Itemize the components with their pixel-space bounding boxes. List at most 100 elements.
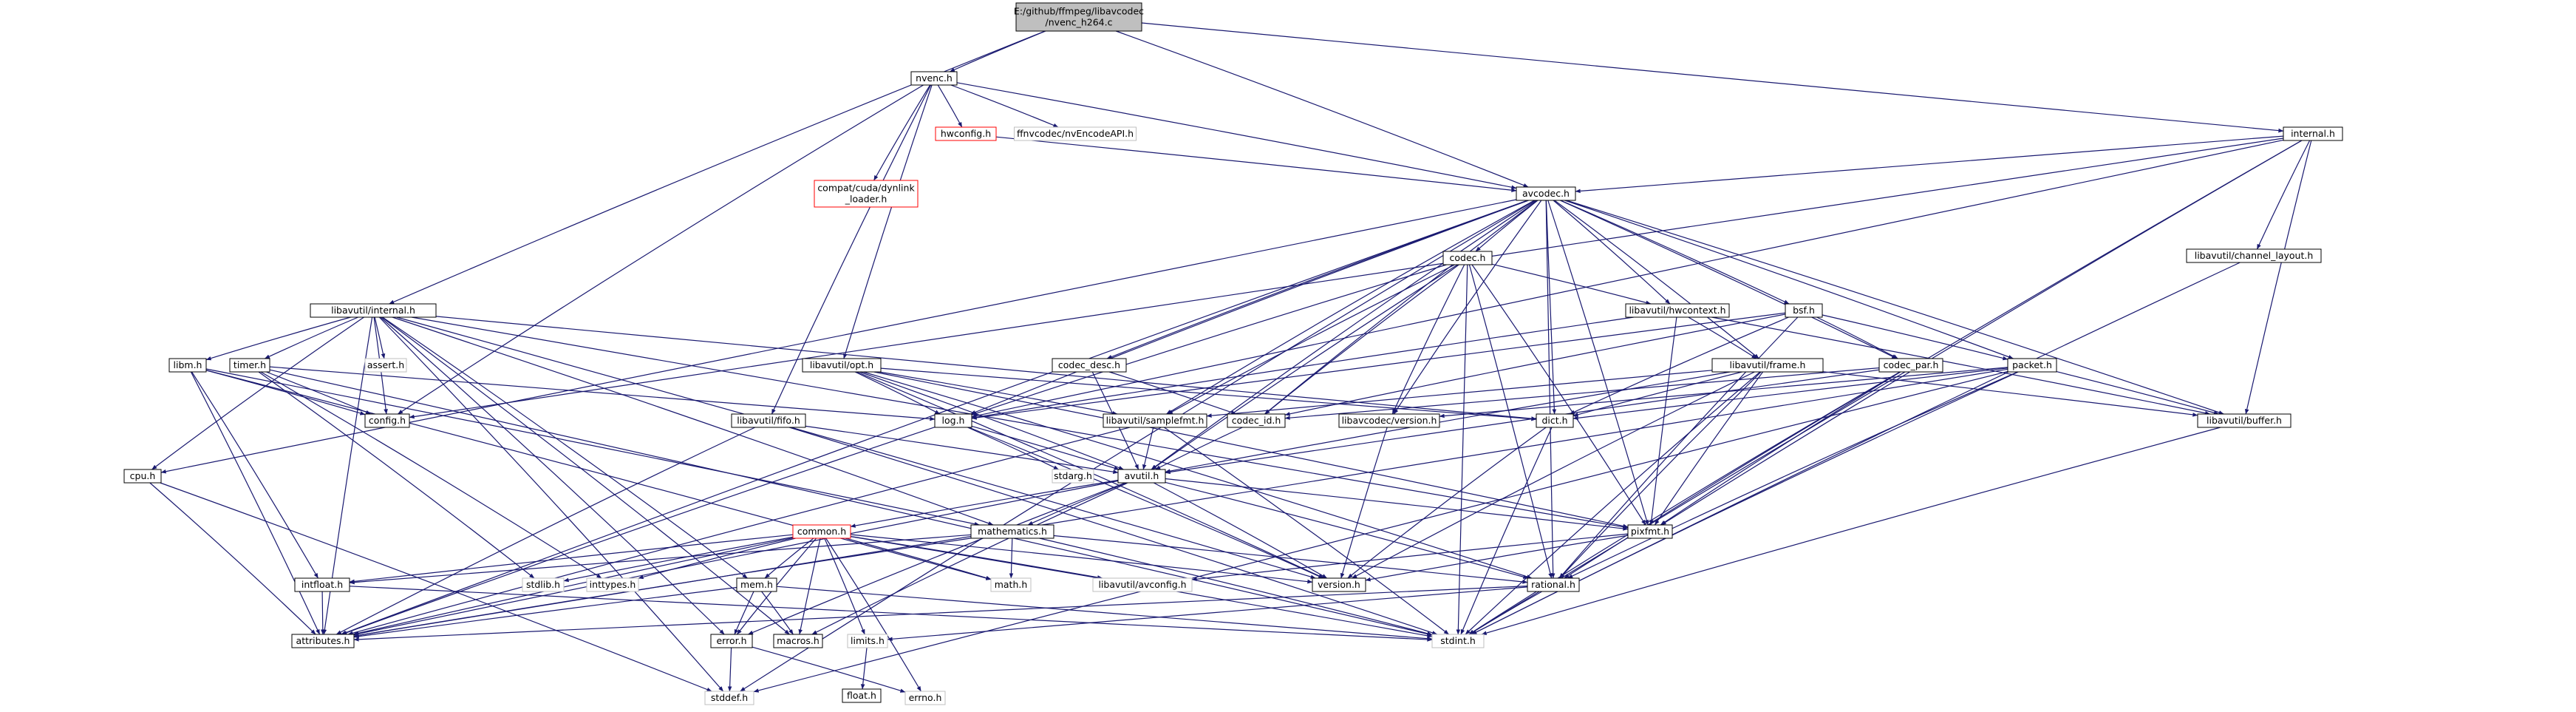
node-dict[interactable]: dict.h — [1536, 413, 1574, 428]
node-mathematics[interactable]: mathematics.h — [970, 524, 1054, 539]
node-float[interactable]: float.h — [842, 688, 882, 703]
node-opt[interactable]: libavutil/opt.h — [802, 358, 882, 373]
node-assert[interactable]: assert.h — [364, 358, 407, 373]
node-inttypes[interactable]: inttypes.h — [586, 577, 639, 592]
node-box — [1516, 186, 1576, 201]
node-root[interactable]: E:/github/ffmpeg/libavcodec/nvenc_h264.c — [1014, 2, 1144, 32]
node-box — [710, 634, 753, 648]
node-stdarg[interactable]: stdarg.h — [1052, 469, 1094, 484]
node-chlayout[interactable]: libavutil/channel_layout.h — [2186, 248, 2322, 263]
edge-mem-to-macros — [761, 591, 794, 635]
edge-hwconfig-to-avcodec — [995, 136, 1517, 192]
node-log[interactable]: log.h — [934, 413, 972, 428]
edge-libm-to-config — [205, 370, 366, 416]
edge-nvenc-to-config — [398, 84, 924, 415]
node-codec_id[interactable]: codec_id.h — [1227, 413, 1286, 428]
node-avcodec[interactable]: avcodec.h — [1516, 186, 1576, 201]
edge-mathematics-to-attributes — [353, 538, 972, 637]
node-hwcontext[interactable]: libavutil/hwcontext.h — [1625, 303, 1730, 318]
node-box — [970, 524, 1054, 539]
edge-avu_internal-to-stddef — [378, 316, 724, 692]
node-label: assert.h — [367, 359, 404, 370]
node-label: codec.h — [1450, 252, 1486, 263]
node-math[interactable]: math.h — [990, 577, 1032, 592]
node-label: internal.h — [2291, 128, 2335, 139]
node-box — [1117, 469, 1166, 484]
node-stdlib[interactable]: stdlib.h — [522, 577, 565, 592]
node-error[interactable]: error.h — [710, 634, 753, 648]
edge-avutil-to-version — [1154, 482, 1328, 579]
edge-avcodec-to-codec_id — [1264, 200, 1538, 415]
node-codec[interactable]: codec.h — [1442, 251, 1493, 265]
node-errno[interactable]: errno.h — [904, 691, 946, 705]
edge-root-to-nvenc — [949, 30, 1046, 72]
edge-avcodec-to-attributes — [341, 200, 1528, 635]
node-cpu[interactable]: cpu.h — [123, 469, 162, 484]
node-packet[interactable]: packet.h — [2007, 358, 2057, 373]
node-fifo[interactable]: libavutil/fifo.h — [731, 413, 806, 428]
node-label: stddef.h — [711, 692, 748, 703]
node-label: hwconfig.h — [941, 128, 991, 139]
node-dynlink[interactable]: compat/cuda/dynlink_loader.h — [814, 180, 919, 208]
node-label: ffnvcodec/nvEncodeAPI.h — [1017, 128, 1134, 139]
edge-root-to-avu_internal — [389, 30, 1046, 305]
edge-internal-to-avcodec — [1575, 135, 2284, 194]
node-avconfig[interactable]: libavutil/avconfig.h — [1092, 577, 1193, 592]
edge-bsf-to-dict — [1570, 316, 1789, 415]
edge-error-to-errno — [752, 646, 906, 693]
edge-common-to-math — [845, 538, 992, 580]
node-buffer[interactable]: libavutil/buffer.h — [2197, 413, 2292, 428]
edge-codec-to-stdint — [1456, 264, 1468, 635]
node-config[interactable]: config.h — [364, 413, 410, 428]
node-macros[interactable]: macros.h — [773, 634, 823, 648]
edge-codec_id-to-avutil — [1155, 427, 1243, 470]
edge-packet-to-stddef — [753, 370, 2008, 693]
node-internal[interactable]: internal.h — [2283, 126, 2343, 141]
node-box — [1103, 413, 1207, 428]
edge-frame-to-buffer — [1822, 371, 2198, 417]
node-hwconfig[interactable]: hwconfig.h — [935, 126, 997, 141]
node-frame[interactable]: libavutil/frame.h — [1711, 358, 1824, 373]
node-rational[interactable]: rational.h — [1527, 577, 1580, 592]
node-stddef[interactable]: stddef.h — [704, 691, 754, 705]
edge-codec-to-avutil — [1151, 264, 1458, 470]
edge-avcodec-to-packet — [1564, 200, 2014, 359]
node-bsf[interactable]: bsf.h — [1785, 303, 1823, 318]
edge-timer-to-stdlib — [258, 371, 535, 579]
node-limits[interactable]: limits.h — [847, 634, 888, 648]
node-samplefmt[interactable]: libavutil/samplefmt.h — [1103, 413, 1207, 428]
node-codec_par[interactable]: codec_par.h — [1878, 358, 1943, 373]
node-pixfmt[interactable]: pixfmt.h — [1627, 524, 1673, 539]
node-box — [291, 634, 355, 648]
edge-cpu-to-stddef — [160, 482, 712, 692]
node-attributes[interactable]: attributes.h — [291, 634, 355, 648]
node-label: cpu.h — [130, 470, 156, 481]
node-box — [1052, 358, 1127, 373]
node-lavc_version[interactable]: libavcodec/version.h — [1338, 413, 1440, 428]
node-codec_desc[interactable]: codec_desc.h — [1052, 358, 1127, 373]
node-avu_internal[interactable]: libavutil/internal.h — [310, 303, 437, 318]
node-box — [2007, 358, 2057, 373]
edge-opt-to-version — [856, 371, 1324, 579]
edge-common-to-inttypes — [638, 538, 796, 580]
node-box — [1442, 251, 1493, 265]
edge-avu_internal-to-error — [380, 316, 725, 635]
node-nvEncodeAPI[interactable]: ffnvcodec/nvEncodeAPI.h — [1014, 126, 1137, 141]
node-mem[interactable]: mem.h — [736, 577, 777, 592]
edge-codec-to-lavc_version — [1391, 264, 1465, 415]
edge-avcodec-to-avutil — [1151, 200, 1537, 470]
node-libm[interactable]: libm.h — [168, 358, 207, 373]
node-nvenc[interactable]: nvenc.h — [910, 71, 958, 86]
edge-fifo-to-avutil — [805, 425, 1119, 474]
node-box — [935, 126, 997, 141]
node-box — [1878, 358, 1943, 373]
node-version[interactable]: version.h — [1312, 577, 1366, 592]
edge-nvenc-to-avcodec — [956, 82, 1517, 189]
node-avutil[interactable]: avutil.h — [1117, 469, 1166, 484]
node-stdint[interactable]: stdint.h — [1431, 634, 1485, 648]
node-label: config.h — [369, 415, 406, 426]
node-timer[interactable]: timer.h — [229, 358, 270, 373]
node-intfloat[interactable]: intfloat.h — [294, 577, 350, 592]
edge-bsf-to-rational — [1558, 316, 1799, 579]
node-common[interactable]: common.h — [792, 524, 851, 539]
